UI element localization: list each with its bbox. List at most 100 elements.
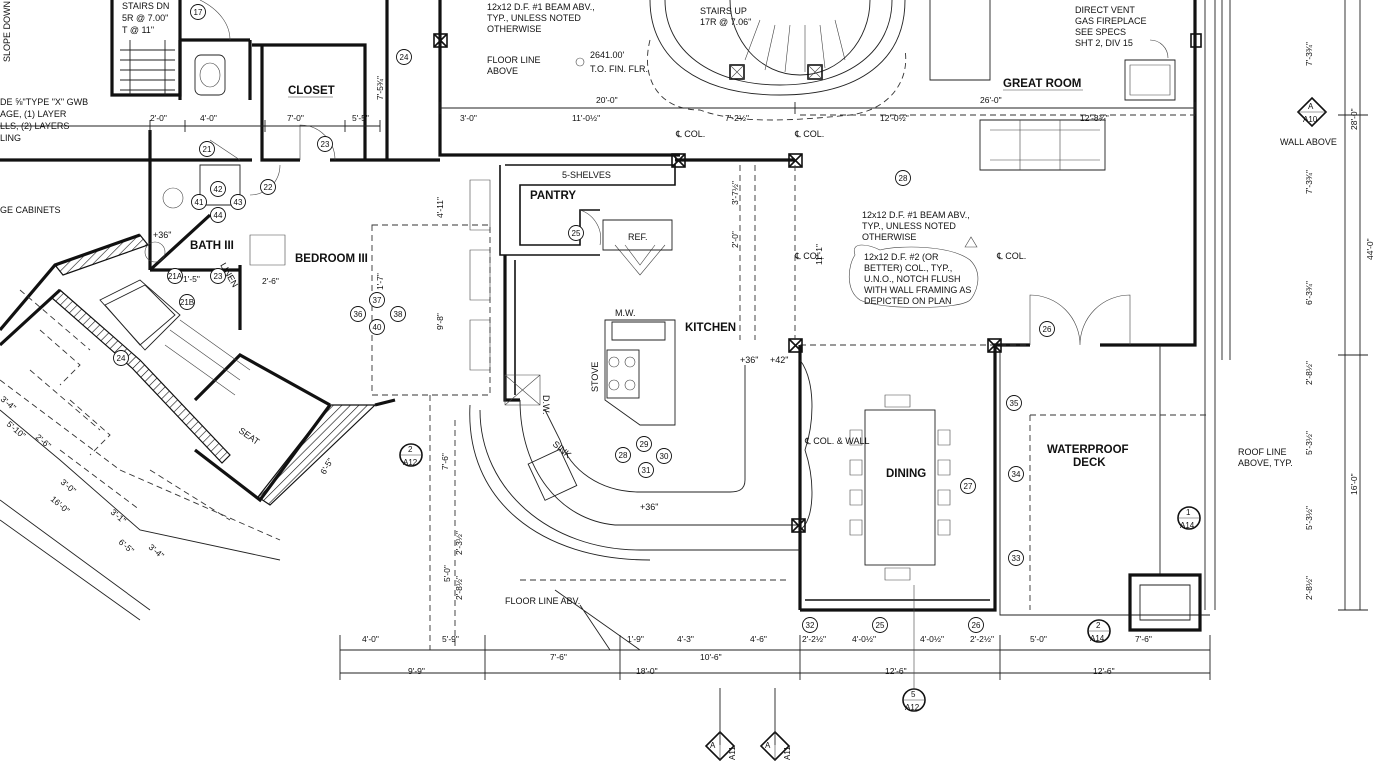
note: OTHERWISE <box>487 24 541 34</box>
note: ℄ COL. & WALL <box>804 436 869 446</box>
note: ABOVE, TYP. <box>1238 458 1293 468</box>
tag-number: 41 <box>195 198 204 207</box>
dim: 44'-0" <box>1365 238 1375 260</box>
note: STOVE <box>590 362 600 392</box>
note: DEPICTED ON PLAN <box>864 296 952 306</box>
dim: 16'-0" <box>1349 473 1359 495</box>
svg-text:A12: A12 <box>905 703 920 712</box>
dim: 5'-0" <box>442 565 452 582</box>
dim: 2'-2½" <box>802 634 826 644</box>
svg-text:5: 5 <box>911 690 916 699</box>
note: 5R @ 7.00" <box>122 13 168 23</box>
tag-number: 28 <box>899 174 908 183</box>
tag-bubble: 24 <box>396 49 412 65</box>
note: +36" <box>153 230 171 240</box>
tag-bubble: 37 <box>369 292 385 308</box>
great-room-furniture <box>800 0 1195 346</box>
dim: 4'-6" <box>750 634 767 644</box>
svg-text:A: A <box>710 741 716 750</box>
note: SHT 2, DIV 15 <box>1075 38 1133 48</box>
dim: 2'-8½" <box>1304 361 1314 385</box>
note: GAS FIREPLACE <box>1075 16 1147 26</box>
tag-number: 28 <box>619 451 628 460</box>
tag-number: 24 <box>400 53 409 62</box>
dim: 3'-7½" <box>730 181 740 205</box>
room-deck-line2: DECK <box>1073 457 1106 469</box>
dim: 1'-9" <box>627 634 644 644</box>
tag-bubble: 42 <box>210 181 226 197</box>
tag-number: 17 <box>194 8 203 17</box>
note: REF. <box>628 232 648 242</box>
tag-bubble: 41 <box>191 194 207 210</box>
tag-number: 21A <box>168 272 183 281</box>
tag-bubble: 40 <box>369 319 385 335</box>
dim: 7'-3¾" <box>1304 42 1314 66</box>
dim: 4'-0" <box>200 113 217 123</box>
note: U.N.O., NOTCH FLUSH <box>864 274 961 284</box>
section-marker: A A11 <box>704 730 737 762</box>
tag-bubble: 21 <box>199 141 215 157</box>
tag-bubble: 25 <box>568 225 584 241</box>
dim: 1'-5" <box>183 274 200 284</box>
dim: 12'-8¾" <box>1080 113 1109 123</box>
tag-number: 27 <box>964 482 973 491</box>
room-pantry: PANTRY <box>530 190 576 202</box>
note: ℄ COL. <box>996 251 1026 261</box>
tag-bubble: 38 <box>390 306 406 322</box>
dim: 2'-8½" <box>1304 576 1314 600</box>
dim: 11'-0½" <box>572 113 600 123</box>
section-marker: A A11 <box>759 730 792 762</box>
note: STAIRS DN <box>122 1 169 11</box>
tag-bubble: 26 <box>1039 321 1055 337</box>
note: DIRECT VENT <box>1075 5 1135 15</box>
tag-number: 31 <box>642 466 651 475</box>
door-swings <box>199 0 1131 346</box>
tag-bubble: 17 <box>190 4 206 20</box>
tag-bubble: 21A <box>167 268 183 284</box>
tag-number: 44 <box>214 211 223 220</box>
note: SEAT <box>237 425 262 447</box>
dim: 26'-0" <box>980 95 1002 105</box>
dim: 20'-0" <box>596 95 618 105</box>
svg-text:2: 2 <box>1096 621 1101 630</box>
section-markers: 2 A12 A A10 1 A14 2 A14 5 A12 A A11 <box>399 96 1328 762</box>
svg-text:2: 2 <box>408 445 413 454</box>
note: 5-SHELVES <box>562 170 611 180</box>
svg-text:A14: A14 <box>1090 634 1105 643</box>
section-marker: 1 A14 <box>1177 506 1201 530</box>
dim: 12'-6" <box>1093 666 1115 676</box>
note: LLS, (2) LAYERS <box>0 121 69 131</box>
tag-bubble: 23 <box>210 268 226 284</box>
tag-number: 43 <box>234 198 243 207</box>
note: M.W. <box>615 308 636 318</box>
tag-bubble: 33 <box>1008 550 1024 566</box>
exterior-walls <box>0 0 1231 632</box>
dim: 2'-8½" <box>454 576 464 600</box>
dim: 2'-0" <box>730 231 740 248</box>
dim: 4'-0" <box>362 634 379 644</box>
dim: 5'-5" <box>352 113 369 123</box>
tag-bubble: 35 <box>1006 395 1022 411</box>
svg-text:A10: A10 <box>1303 115 1318 124</box>
dim: 3'-0" <box>460 113 477 123</box>
note: STAIRS UP <box>700 6 747 16</box>
annotations: STAIRS DN 5R @ 7.00" T @ 11" SLOPE DOWN … <box>0 1 1337 606</box>
tag-number: 37 <box>373 296 382 305</box>
room-dining: DINING <box>886 468 926 480</box>
dim: 18'-0" <box>636 666 658 676</box>
dim: 2'-0" <box>150 113 167 123</box>
dim: 12'-0½" <box>880 113 909 123</box>
note: ROOF LINE <box>1238 447 1287 457</box>
tag-bubble: 27 <box>960 478 976 494</box>
tag-number: 33 <box>1012 554 1021 563</box>
note: 12x12 D.F. #1 BEAM ABV., <box>487 2 595 12</box>
dim: 12'-6" <box>885 666 907 676</box>
dim: 7'-6" <box>1135 634 1152 644</box>
note: ℄ COL. <box>794 129 824 139</box>
tag-number: 25 <box>572 229 581 238</box>
dim: 7'-0" <box>287 113 304 123</box>
dimension-text: 20'-0" 26'-0" 2'-0" 4'-0" 7'-0" 5'-5" 3'… <box>0 42 1375 676</box>
note: T.O. FIN. FLR. <box>590 64 648 74</box>
tag-number: 34 <box>1012 470 1021 479</box>
tag-number: 23 <box>214 272 223 281</box>
